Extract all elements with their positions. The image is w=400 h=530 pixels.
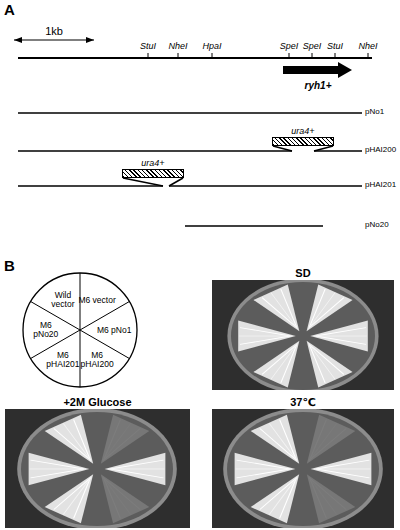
panel-letter: B <box>4 258 15 275</box>
plate-photo <box>212 408 394 530</box>
restriction-site: SpeI <box>303 42 322 52</box>
condition-heading: 37℃ <box>212 395 394 409</box>
insert-label: ura4+ <box>122 158 184 169</box>
gene-name: ryh1+ <box>305 80 332 91</box>
sector-label: M6 pHAI200 <box>78 351 116 369</box>
plasmid-line <box>18 146 362 151</box>
hatched-insert <box>122 169 184 178</box>
plate-panel: SD <box>212 266 394 390</box>
plate-panel: 37℃ <box>212 395 394 528</box>
plasmid-name: pHAI201 <box>365 181 396 190</box>
sector-label: M6 pHAI201 <box>44 351 82 369</box>
sector-label: M6 pNo20 <box>27 321 65 339</box>
insert-box: ura4+ <box>272 126 334 146</box>
restriction-site: HpaI <box>202 42 221 52</box>
site-ticks <box>148 53 368 58</box>
gene-arrow <box>283 62 352 78</box>
restriction-site: StuI <box>140 42 156 52</box>
sector-divider <box>80 330 81 387</box>
hatched-insert <box>272 137 334 146</box>
panel-letter: A <box>4 2 15 19</box>
plate-map: M6 vectorWild vector M6 pNo1 M6 pNo20 M6 pH… <box>22 272 138 388</box>
scale-label: 1kb <box>45 25 63 37</box>
condition-heading: +2M Glucose <box>5 395 190 409</box>
restriction-site: NheI <box>358 42 377 52</box>
genomic-line <box>18 57 372 59</box>
plasmid-line <box>18 112 362 114</box>
insert-label: ura4+ <box>272 126 334 137</box>
plate-circle <box>23 273 137 387</box>
plasmid-name: pNo20 <box>365 221 389 230</box>
scale-bar <box>14 39 94 40</box>
restriction-site: StuI <box>327 42 343 52</box>
restriction-site: SpeI <box>280 42 299 52</box>
plate-photo <box>212 278 394 393</box>
plasmid-name: pNo1 <box>365 108 384 117</box>
plate-photo <box>5 408 190 530</box>
sector-label: M6 vector <box>78 296 116 305</box>
plasmid-name: pHAI200 <box>365 146 396 155</box>
plate-panel: +2M Glucose <box>5 395 190 528</box>
sector-label: Wild vector <box>44 291 82 309</box>
condition-heading: SD <box>212 266 394 280</box>
plasmid-line <box>185 225 323 227</box>
restriction-site: NheI <box>168 42 187 52</box>
insert-box: ura4+ <box>122 158 184 178</box>
plasmid-line <box>18 178 362 186</box>
sector-label: M6 pNo1 <box>95 326 133 335</box>
